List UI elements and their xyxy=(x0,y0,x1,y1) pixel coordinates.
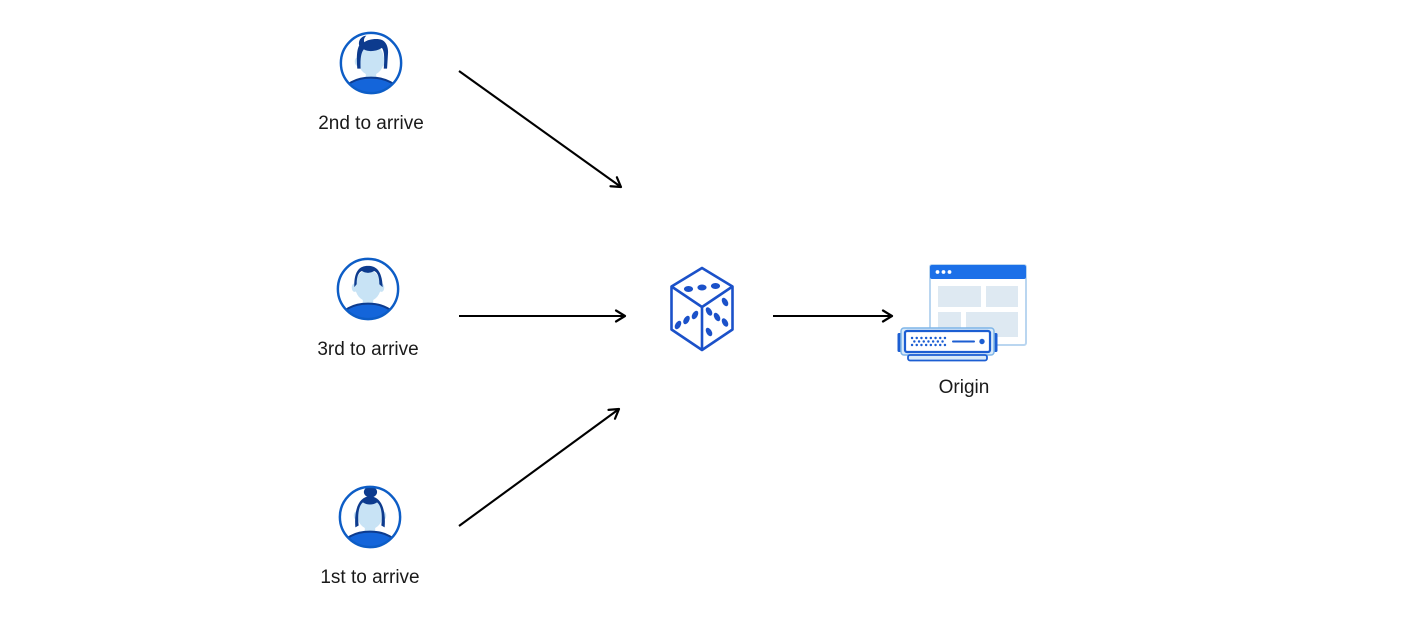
user-male-short-hair-avatar-icon xyxy=(336,257,400,321)
visitor-1st-label: 1st to arrive xyxy=(320,567,420,588)
visitor-2nd-label: 2nd to arrive xyxy=(318,113,424,134)
visitor-3rd-label: 3rd to arrive xyxy=(317,339,419,360)
origin-browser-server-icon xyxy=(897,264,1027,362)
browser-window-icon xyxy=(929,264,1027,346)
arrow-visitor-bottom-to-dice xyxy=(458,407,621,527)
origin-label: Origin xyxy=(938,377,990,398)
node-origin: Origin xyxy=(897,262,1031,399)
node-visitor-2nd: 2nd to arrive xyxy=(296,29,446,135)
dice-icon xyxy=(670,266,734,352)
arrow-visitor-top-to-dice xyxy=(458,70,623,189)
node-visitor-3rd: 3rd to arrive xyxy=(293,255,443,361)
server-icon xyxy=(897,327,998,362)
node-randomizer xyxy=(668,265,736,353)
node-visitor-1st: 1st to arrive xyxy=(295,483,445,589)
user-female-bun-avatar-icon xyxy=(338,485,402,549)
user-male-quiff-avatar-icon xyxy=(339,31,403,95)
